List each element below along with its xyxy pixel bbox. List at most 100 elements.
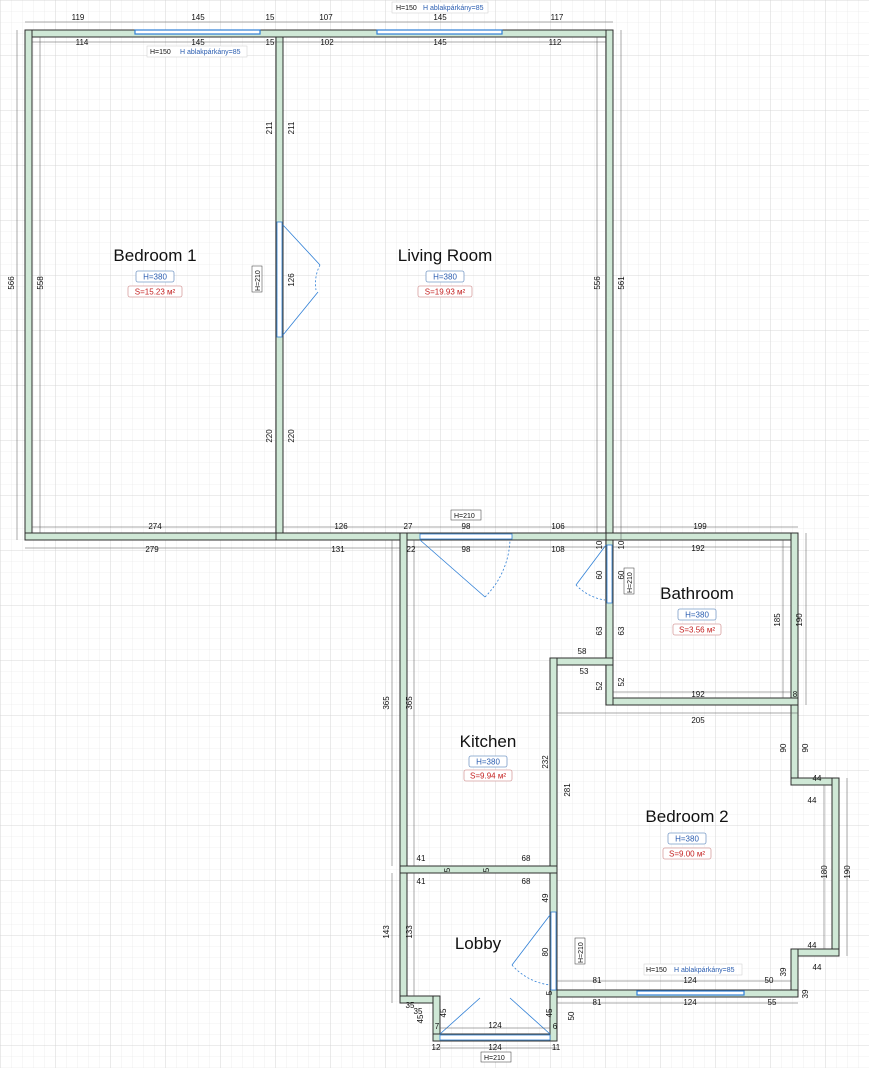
- wall-left: [24, 29, 33, 541]
- door-labels: H=210 H=210 H=210 H=210 H=210: [251, 265, 635, 1063]
- dim-label: 199: [693, 522, 707, 531]
- window-bed2-height: H=150: [646, 967, 667, 974]
- dim-label: 68: [522, 877, 531, 886]
- dim-label: 35: [406, 1001, 415, 1010]
- dim-label: 8: [793, 690, 798, 699]
- room-height: H=380: [685, 611, 709, 620]
- wall-bed2-right: [831, 777, 840, 957]
- dim-label: 58: [578, 647, 587, 656]
- dim-label: 5: [443, 867, 452, 872]
- window-top-height: H=150: [396, 5, 417, 12]
- room-area: S=15.23 м²: [135, 288, 176, 297]
- dim-label: 90: [779, 743, 788, 752]
- dim-label: 60: [595, 570, 604, 579]
- dim-label: 556: [593, 276, 602, 290]
- dim-label: 143: [382, 925, 391, 939]
- dim-label: 44: [808, 796, 817, 805]
- dim-label: 5: [545, 990, 554, 995]
- dim-label: 5: [482, 867, 491, 872]
- door-opening-bed1: [276, 221, 283, 338]
- room-height: H=380: [476, 758, 500, 767]
- door-opening-bath: [606, 544, 613, 604]
- room-area: S=19.93 м²: [425, 288, 466, 297]
- dim-label: 192: [691, 690, 705, 699]
- door-opening-entrance: [439, 1034, 551, 1041]
- dim-label: 44: [808, 941, 817, 950]
- window-top-sill: H ablakpárkány=85: [423, 5, 484, 12]
- dim-label: 80: [541, 947, 550, 956]
- doors: [276, 221, 613, 1041]
- dim-label: 108: [551, 545, 565, 554]
- dim-label: 126: [287, 273, 296, 287]
- dim-label: 133: [405, 925, 414, 939]
- dim-label: 81: [593, 976, 602, 985]
- dim-label: 81: [593, 998, 602, 1007]
- door-opening-bed2: [550, 911, 557, 991]
- door-opening-kitchen: [419, 533, 513, 540]
- dim-label: 45: [416, 1014, 425, 1023]
- room-name: Living Room: [398, 246, 493, 265]
- dim-label: 44: [813, 963, 822, 972]
- dimension-texts: 119 145 15 107 145 117 114 145 15 102 14…: [7, 13, 852, 1052]
- dim-label: 53: [580, 667, 589, 676]
- dim-label: 211: [287, 121, 296, 134]
- room-bedroom1: Bedroom 1 H=380 S=15.23 м²: [113, 246, 197, 298]
- window-living-top: [376, 29, 503, 35]
- dim-label: 145: [433, 13, 447, 22]
- window-bed1-top: [134, 29, 261, 35]
- window-labels: H=150 H ablakpárkány=85 H=150 H ablakpár…: [146, 1, 743, 976]
- dim-label: 190: [843, 865, 852, 879]
- door-label-entrance: H=210: [484, 1055, 505, 1062]
- dim-label: 220: [287, 429, 296, 443]
- dim-label: 558: [36, 276, 45, 290]
- dim-label: 60: [617, 570, 626, 579]
- dim-label: 185: [773, 613, 782, 627]
- window-bed2-bottom: [636, 990, 745, 996]
- dim-label: 98: [462, 545, 471, 554]
- wall-bath-bottom: [605, 697, 799, 706]
- dim-label: 63: [595, 626, 604, 635]
- dim-label: 274: [148, 522, 162, 531]
- dim-label: 11: [552, 1043, 561, 1052]
- dim-label: 124: [488, 1043, 502, 1052]
- wall-living-right: [605, 29, 614, 541]
- room-height: H=380: [143, 273, 167, 282]
- dim-label: 22: [407, 545, 416, 554]
- wall-kitchen-lobby: [399, 865, 558, 874]
- dim-label: 145: [191, 13, 205, 22]
- dim-label: 10: [595, 540, 604, 549]
- dim-label: 44: [813, 774, 822, 783]
- door-label-bed2: H=210: [578, 942, 585, 963]
- dim-label: 145: [433, 38, 447, 47]
- room-name: Bedroom 1: [113, 246, 196, 265]
- room-bedroom2: Bedroom 2 H=380 S=9.00 м²: [645, 807, 729, 860]
- dim-label: 52: [617, 677, 626, 686]
- room-lobby: Lobby: [455, 934, 502, 953]
- dim-label: 35: [414, 1007, 423, 1016]
- dim-label: 63: [617, 626, 626, 635]
- dim-label: 190: [795, 613, 804, 627]
- window-bed1-sill: H ablakpárkány=85: [180, 49, 241, 56]
- dim-label: 211: [265, 121, 274, 134]
- door-label-kitchen: H=210: [454, 513, 475, 520]
- room-area: S=9.94 м²: [470, 772, 506, 781]
- wall-top: [24, 29, 614, 38]
- dim-label: 124: [488, 1021, 502, 1030]
- dim-label: 10: [617, 540, 626, 549]
- dim-label: 41: [417, 854, 426, 863]
- window-bed1-height: H=150: [150, 49, 171, 56]
- wall-bath-left: [605, 539, 614, 706]
- dim-label: 365: [382, 696, 391, 710]
- dim-label: 126: [334, 522, 348, 531]
- door-label-bed1: H=210: [255, 270, 262, 291]
- dim-label: 106: [551, 522, 565, 531]
- dim-label: 39: [779, 967, 788, 976]
- dimension-lines: [16, 21, 848, 1049]
- dim-label: 45: [439, 1008, 448, 1017]
- dim-label: 50: [567, 1011, 576, 1020]
- room-height: H=380: [675, 835, 699, 844]
- dim-label: 279: [145, 545, 159, 554]
- room-height: H=380: [433, 273, 457, 282]
- dim-label: 6: [553, 1022, 558, 1031]
